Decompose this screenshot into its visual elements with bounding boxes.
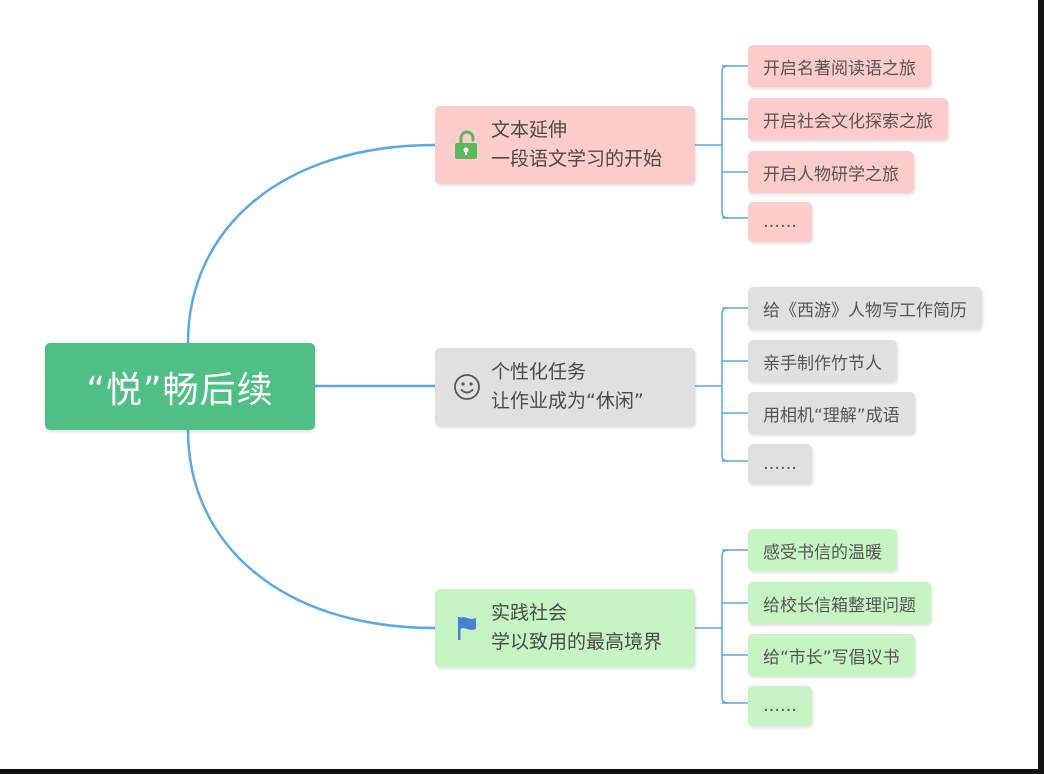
leaf-topic[interactable]: 开启社会文化探索之旅 [748,98,948,140]
leaf-label: 开启名著阅读语之旅 [763,58,916,79]
leaf-topic[interactable]: 给“市长”写倡议书 [748,634,915,676]
branch-2-subtitle: 让作业成为“休闲” [491,390,644,412]
right-border [1038,0,1044,774]
leaf-topic[interactable]: 感受书信的温暖 [748,529,897,571]
leaf-label: 开启社会文化探索之旅 [763,111,933,132]
flag-icon [451,612,483,644]
leaf-label: 给校长信箱整理问题 [763,595,916,616]
leaf-label: …… [763,454,797,474]
connector-branch-3-leaves [695,549,748,704]
leaf-label: 感受书信的温暖 [763,542,882,563]
branch-topic-2[interactable]: 个性化任务 让作业成为“休闲” [435,348,695,426]
leaf-topic[interactable]: 用相机“理解”成语 [748,392,915,434]
leaf-label: …… [763,696,797,716]
leaf-topic[interactable]: 亲手制作竹节人 [748,340,897,382]
branch-2-title: 个性化任务 [491,361,587,383]
leaf-topic[interactable]: 给校长信箱整理问题 [748,582,931,624]
leaf-topic[interactable]: …… [748,202,812,242]
unlock-icon [451,129,483,161]
branch-topic-1[interactable]: 文本延伸 一段语文学习的开始 [435,106,695,184]
branch-3-title: 实践社会 [491,602,568,624]
smiley-icon [451,371,483,403]
leaf-topic[interactable]: …… [748,444,812,484]
leaf-topic[interactable]: 开启名著阅读语之旅 [748,45,931,87]
connector-branch-1-leaves [695,65,748,219]
leaf-label: 给“市长”写倡议书 [763,647,900,668]
leaf-label: 开启人物研学之旅 [763,164,899,185]
branch-3-subtitle: 学以致用的最高境界 [491,631,663,653]
branch-1-title: 文本延伸 [491,119,568,141]
leaf-topic[interactable]: …… [748,686,812,726]
connector-root-branch-3 [186,429,436,630]
branch-1-subtitle: 一段语文学习的开始 [491,148,663,170]
leaf-label: 亲手制作竹节人 [763,353,882,374]
bottom-border [0,769,1044,774]
leaf-label: 给《西游》人物写工作简历 [763,300,967,321]
root-topic[interactable]: “悦”畅后续 [45,343,315,430]
connector-branch-2-leaves [695,307,748,462]
leaf-label: …… [763,212,797,232]
leaf-topic[interactable]: 开启人物研学之旅 [748,151,914,193]
leaf-label: 用相机“理解”成语 [763,405,900,426]
root-topic-label: “悦”畅后续 [86,369,274,411]
connector-root-branch-1 [186,143,436,344]
branch-topic-3[interactable]: 实践社会 学以致用的最高境界 [435,589,695,667]
leaf-topic[interactable]: 给《西游》人物写工作简历 [748,287,982,329]
